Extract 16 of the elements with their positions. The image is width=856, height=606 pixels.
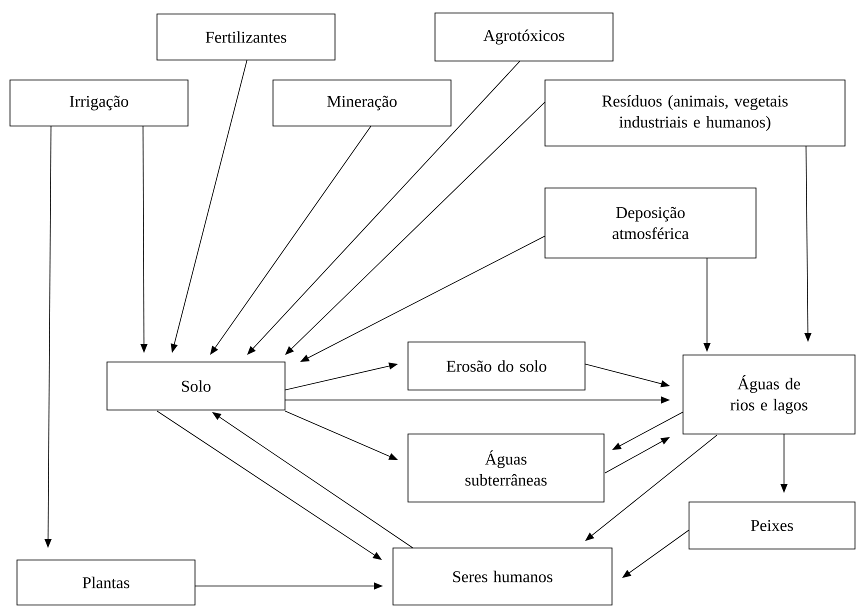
process-box: Peixes <box>688 502 856 550</box>
process-box: Deposição atmosférica <box>544 188 756 258</box>
arrow <box>247 60 520 355</box>
process-box: Plantas <box>16 560 196 606</box>
process-box: Solo <box>106 362 286 410</box>
arrow <box>585 434 718 541</box>
process-box: Irrigação <box>10 80 188 126</box>
arrow <box>285 102 546 355</box>
process-box: Seres humanos <box>392 548 612 606</box>
process-box: Agrotóxicos <box>434 12 614 62</box>
process-box: Mineração <box>272 80 452 126</box>
process-box: Erosão do solo <box>408 342 586 390</box>
process-box: Águas subterrâneas <box>408 434 604 502</box>
process-box: Fertilizantes <box>156 14 336 60</box>
process-box: Águas de rios e lagos <box>682 354 856 434</box>
process-box: Resíduos (animais, vegetais industriais e humanos) <box>544 80 846 146</box>
